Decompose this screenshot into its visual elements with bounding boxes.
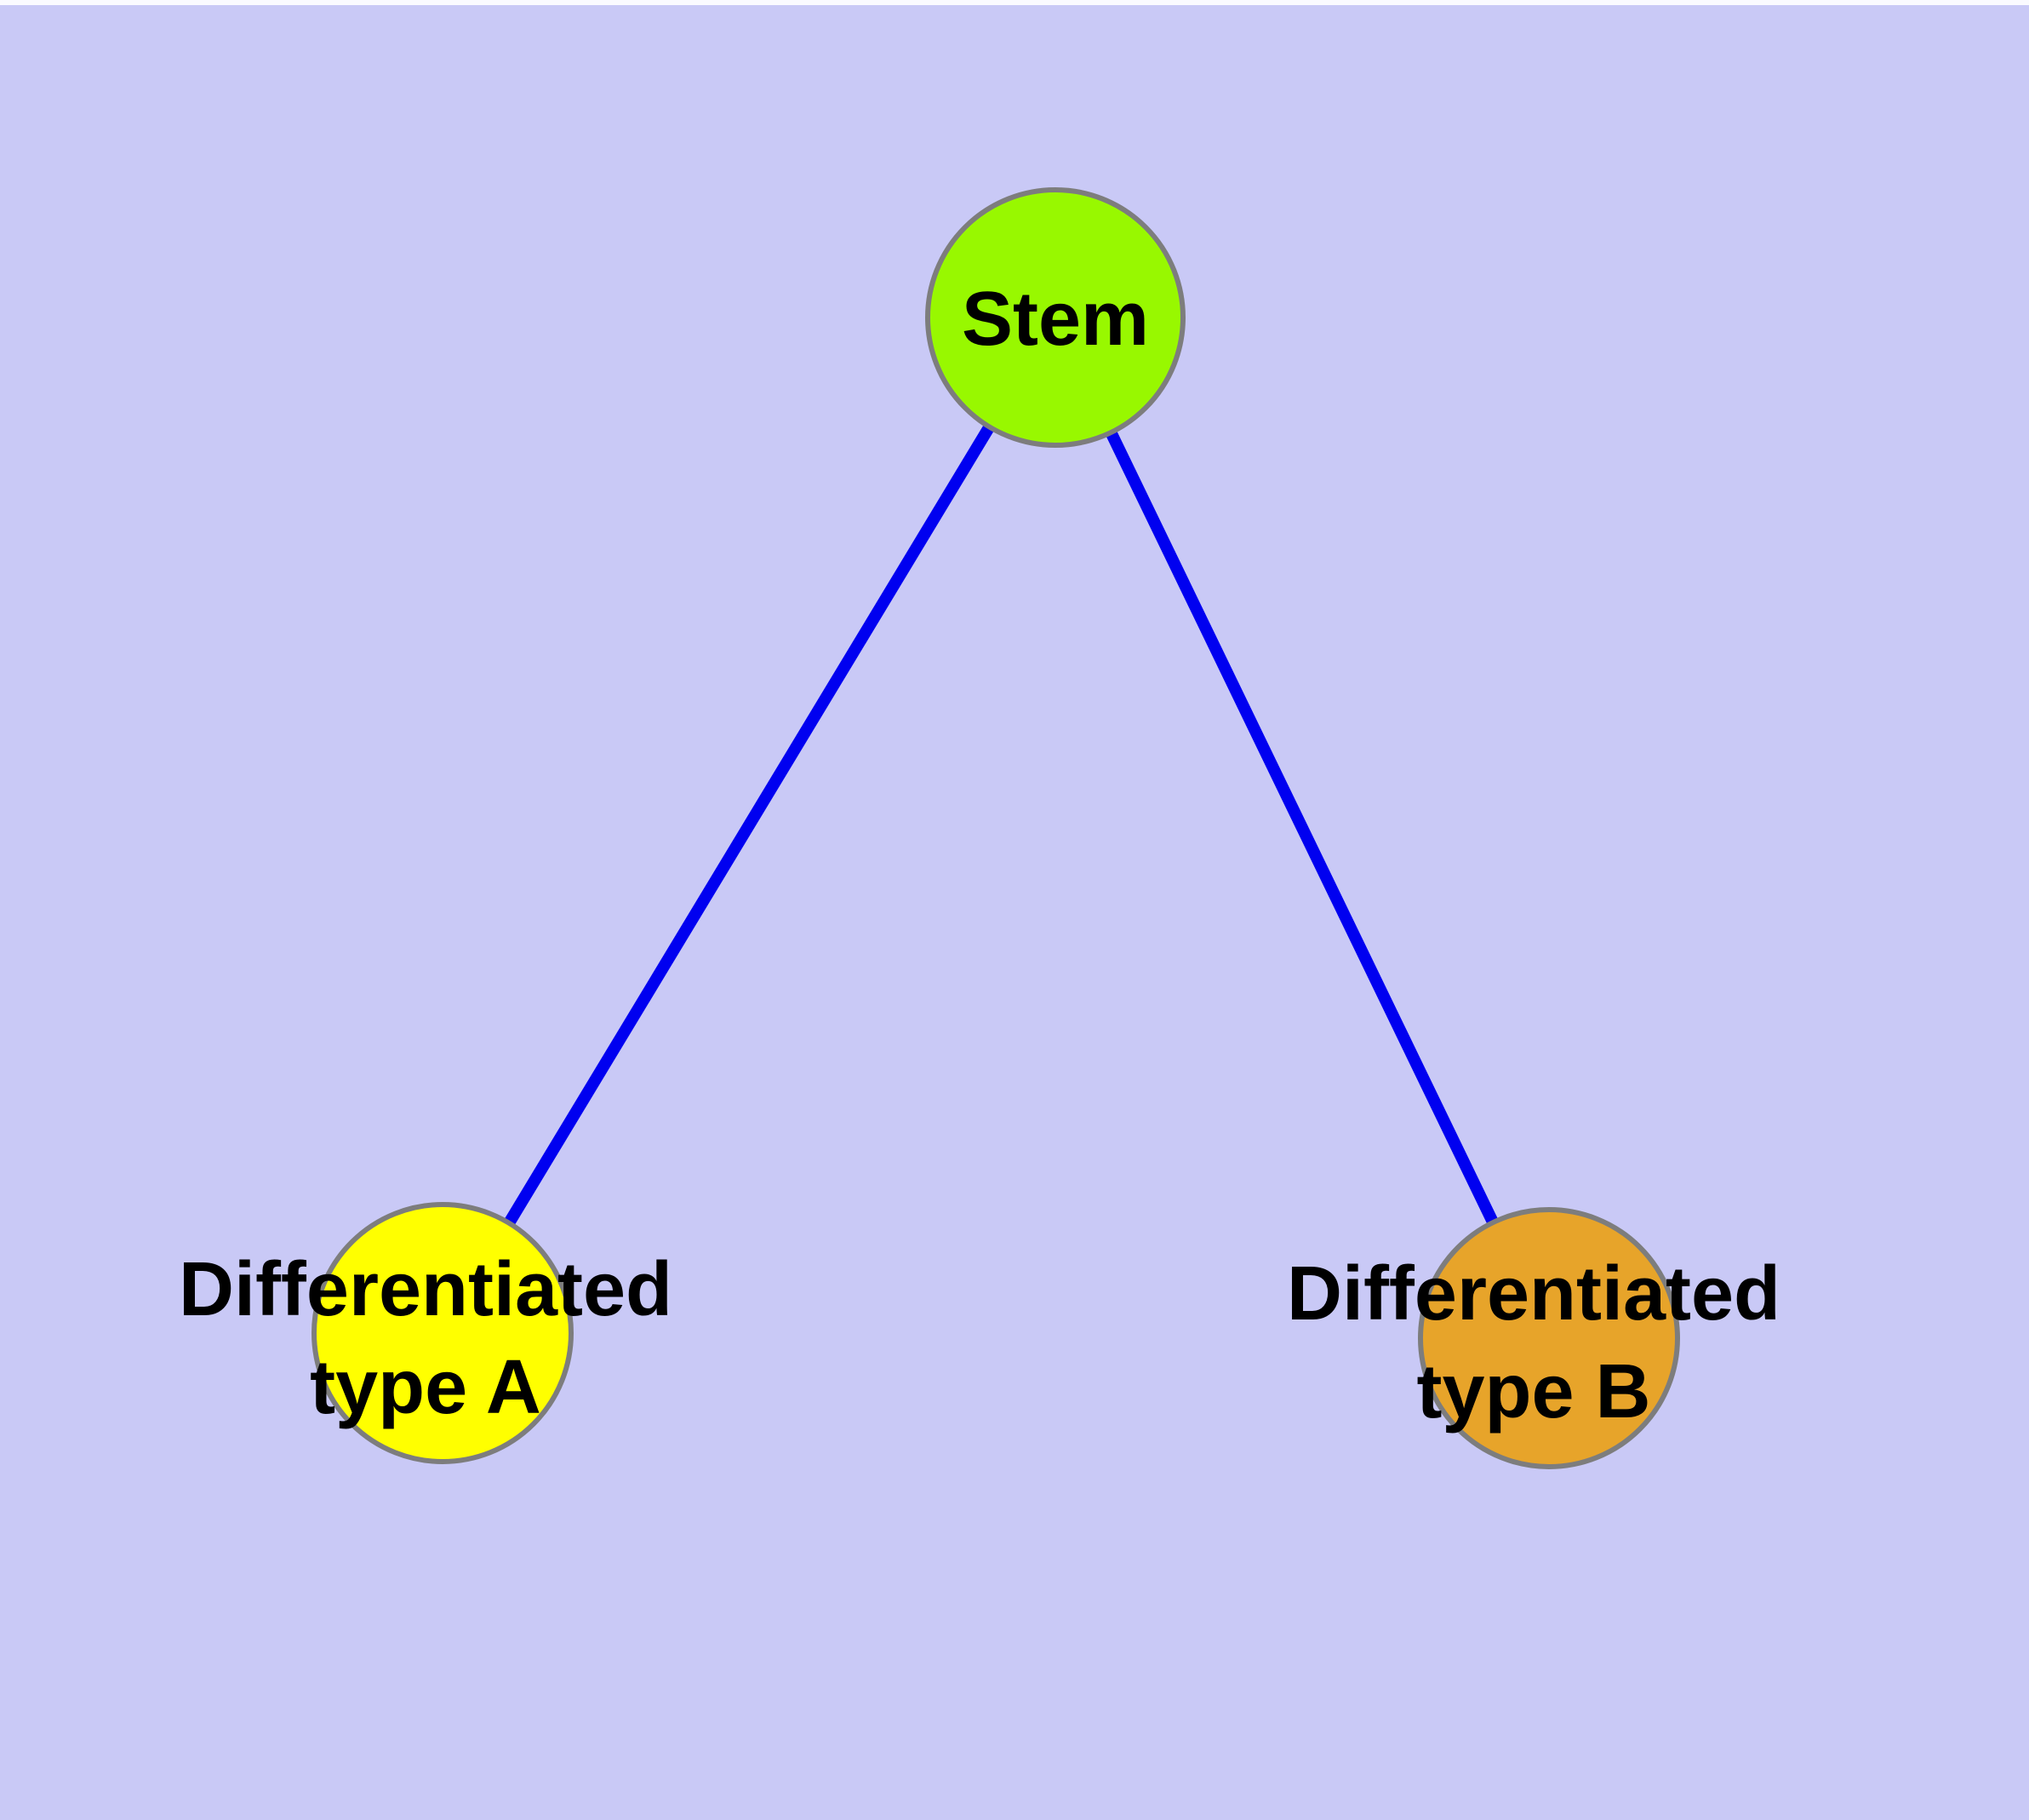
- top-margin-strip: [0, 0, 2029, 5]
- node-type-b-circle: [1418, 1207, 1680, 1469]
- node-type-b-label-line2: type B: [1416, 1349, 1650, 1434]
- node-type-a-label-line1: Differentiated: [179, 1247, 672, 1332]
- node-stem-circle: [925, 187, 1186, 448]
- node-stem-label: Stem: [962, 277, 1149, 362]
- node-type-b-label-line1: Differentiated: [1287, 1251, 1780, 1336]
- node-type-a-circle: [311, 1202, 574, 1464]
- edge-stem-to-type-b: [1049, 314, 1555, 1342]
- node-type-a-label-line2: type A: [310, 1345, 541, 1430]
- edge-stem-to-type-a: [437, 314, 1060, 1336]
